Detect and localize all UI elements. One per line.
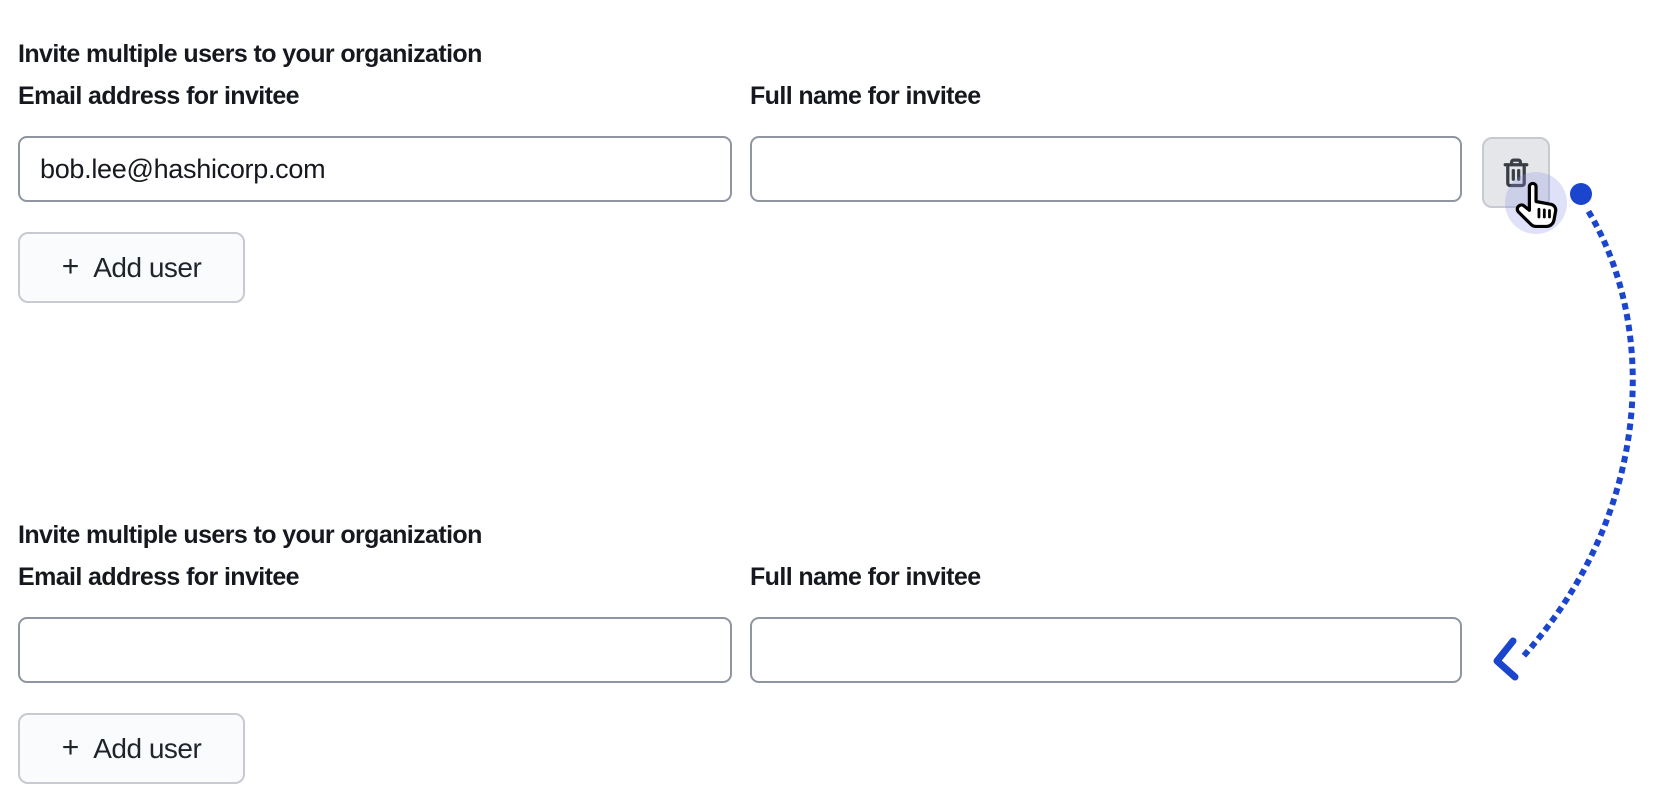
invite-form-before: Invite multiple users to your organizati… — [0, 19, 1672, 303]
fullname-field[interactable] — [750, 617, 1462, 683]
page-title: Invite multiple users to your organizati… — [18, 39, 482, 68]
invite-form-after: Invite multiple users to your organizati… — [0, 500, 1672, 784]
trash-icon — [1499, 156, 1533, 190]
plus-icon: + — [61, 730, 80, 764]
email-field-label: Email address for invitee — [18, 82, 300, 110]
page-title: Invite multiple users to your organizati… — [18, 520, 482, 549]
email-field[interactable] — [18, 617, 732, 683]
add-user-button[interactable]: + Add user — [18, 713, 245, 784]
fullname-field[interactable] — [750, 136, 1462, 202]
email-field[interactable] — [18, 136, 732, 202]
email-field-label: Email address for invitee — [18, 563, 300, 591]
fullname-field-label: Full name for invitee — [750, 82, 981, 110]
add-user-label: Add user — [93, 251, 202, 283]
add-user-label: Add user — [93, 732, 202, 764]
add-user-button[interactable]: + Add user — [18, 232, 245, 303]
delete-user-button[interactable] — [1482, 137, 1550, 208]
fullname-field-label: Full name for invitee — [750, 563, 981, 591]
plus-icon: + — [61, 249, 80, 283]
